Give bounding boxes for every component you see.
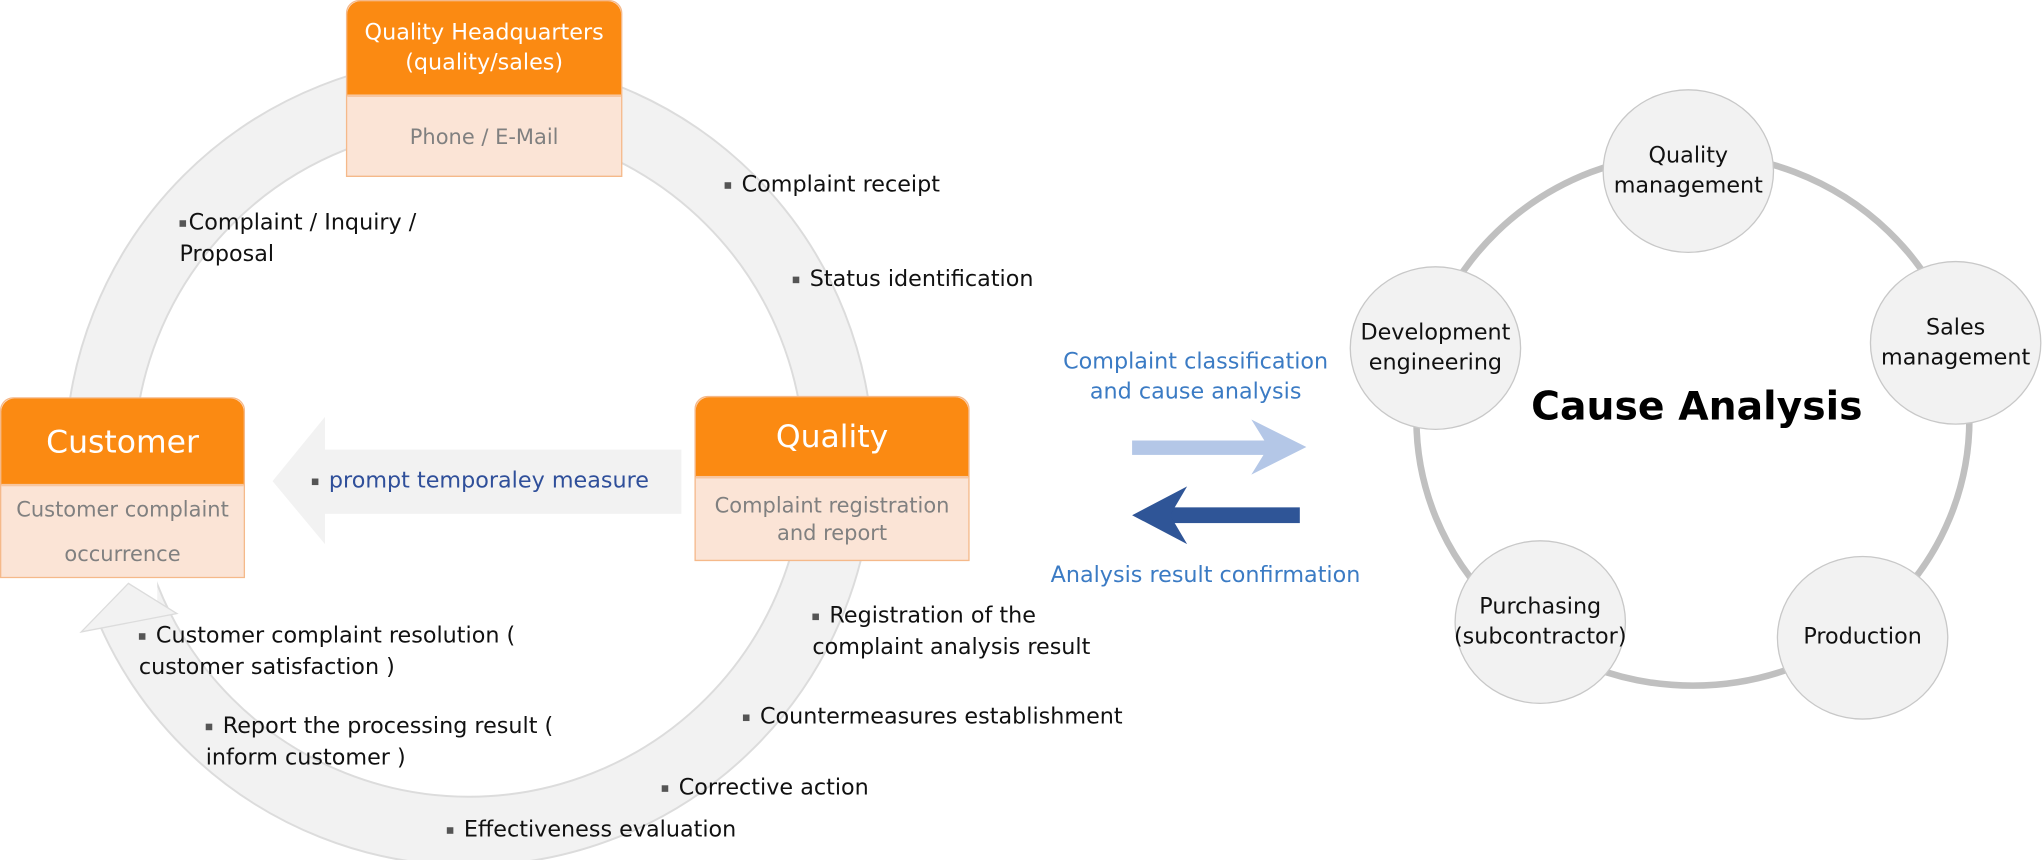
quality-box: Quality Complaint registration and repor… <box>694 395 970 562</box>
step-complaint-inquiry: Complaint / Inquiry / Proposal <box>179 209 417 268</box>
node-sales-management: Sales management <box>1869 260 2042 425</box>
temporary-measure-label: prompt temporaley measure <box>311 465 650 496</box>
headquarters-box: Quality Headquarters (quality/sales) Pho… <box>345 0 623 177</box>
right-arrow-icon <box>1132 419 1307 475</box>
cycle-arrowhead-icon <box>79 582 179 633</box>
bullet-icon <box>742 713 750 721</box>
bullet-icon <box>179 219 187 227</box>
confirmation-label: Analysis result confirmation <box>1050 562 1361 589</box>
temporary-measure-text: prompt temporaley measure <box>328 468 650 495</box>
step-status-identification: Status identification <box>792 264 1033 295</box>
step-corrective-action: Corrective action <box>661 772 869 803</box>
step-countermeasures: Countermeasures establishment <box>742 701 1123 732</box>
left-arrow-shape <box>272 416 682 545</box>
node-purchasing: Purchasing (subcontractor) <box>1454 540 1627 705</box>
bullet-icon <box>138 632 146 640</box>
step-report-result: Report the processing result ( inform cu… <box>205 713 554 771</box>
customer-title: Customer <box>1 398 244 487</box>
node-production: Production <box>1776 555 1949 720</box>
step-complaint-receipt: Complaint receipt <box>724 169 940 200</box>
bullet-icon <box>311 477 319 485</box>
classification-label: Complaint classification and cause analy… <box>1063 348 1329 406</box>
bullet-icon <box>205 723 213 730</box>
headquarters-title: Quality Headquarters (quality/sales) <box>347 1 622 98</box>
node-development-engineering: Development engineering <box>1349 266 1522 431</box>
step-effectiveness: Effectiveness evaluation <box>446 814 736 845</box>
bullet-icon <box>792 275 800 283</box>
bullet-icon <box>812 612 819 620</box>
customer-box: Customer Customer complaint occurrence <box>0 397 246 579</box>
bullet-icon <box>446 826 454 834</box>
headquarters-channel: Phone / E-Mail <box>409 123 559 149</box>
step-registration-result: Registration of the complaint analysis r… <box>812 603 1091 661</box>
cause-analysis-title: Cause Analysis <box>1531 384 1863 431</box>
bullet-icon <box>661 784 669 792</box>
bullet-icon <box>724 181 732 189</box>
customer-occurrence: Customer complaint occurrence <box>16 496 229 566</box>
node-quality-management: Quality management <box>1602 89 1775 254</box>
quality-title: Quality <box>695 397 969 479</box>
quality-registration: Complaint registration and report <box>714 492 950 546</box>
step-resolution: Customer complaint resolution ( customer… <box>138 622 516 681</box>
left-arrow-icon <box>1132 486 1300 545</box>
